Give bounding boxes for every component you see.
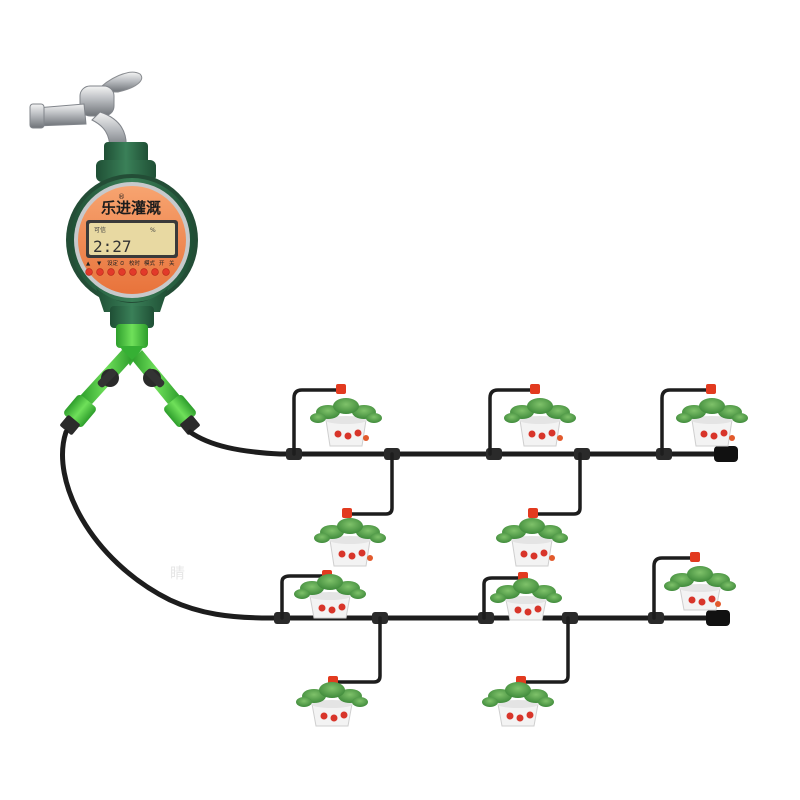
hose-upper [187, 429, 725, 457]
brand-mark: ® [118, 193, 125, 201]
lcd-label-right: % [150, 227, 156, 234]
lcd-label-left: 可信 [94, 226, 106, 234]
button-label-off: 关 [169, 259, 175, 267]
dripper [528, 508, 538, 518]
button-labels: ▲ ▼ 设定 ⏲ 校时 模式 开 关 [86, 259, 175, 267]
potted-strawberry [310, 398, 382, 447]
water-timer: 乐进灌溉 ® 可信 % 2:27 ▲ ▼ 设定 ⏲ 校时 模式 开 关 [66, 142, 198, 328]
button-label-clock: ⏲ [120, 261, 124, 267]
timer-button [107, 268, 115, 276]
potted-strawberry [296, 682, 368, 727]
potted-strawberry [664, 566, 736, 611]
potted-plants [294, 398, 748, 727]
potted-strawberry [504, 398, 576, 447]
potted-strawberry [496, 518, 568, 567]
dripper [530, 384, 540, 394]
branch-tubes [280, 388, 710, 684]
timer-button [118, 268, 126, 276]
dripper [690, 552, 700, 562]
dripper [342, 508, 352, 518]
potted-strawberry [294, 574, 366, 619]
dripper [336, 384, 346, 394]
button-label-down: ▼ [97, 261, 102, 267]
potted-strawberry [490, 578, 562, 621]
button-label-calibrate: 校时 [129, 259, 141, 267]
hose-lower [60, 429, 725, 621]
timer-button [151, 268, 159, 276]
timer-button [85, 268, 93, 276]
watermark-text: 睛 [170, 564, 187, 582]
dripper [706, 384, 716, 394]
timer-button [129, 268, 137, 276]
potted-strawberry [314, 518, 386, 567]
timer-button [140, 268, 148, 276]
button-label-on: 开 [159, 260, 165, 267]
button-label-up: ▲ [86, 261, 91, 267]
y-splitter [60, 324, 200, 435]
button-label-mode: 模式 [144, 259, 156, 267]
faucet [29, 71, 143, 151]
timer-buttons [85, 268, 170, 276]
potted-strawberry [482, 682, 554, 727]
potted-strawberry [676, 398, 748, 447]
timer-button [96, 268, 104, 276]
main-hoses [60, 429, 725, 621]
brand-text: 乐进灌溉 [101, 199, 161, 217]
timer-button [162, 268, 170, 276]
button-label-set: 设定 [107, 259, 119, 267]
lcd-time: 2:27 [93, 237, 132, 256]
